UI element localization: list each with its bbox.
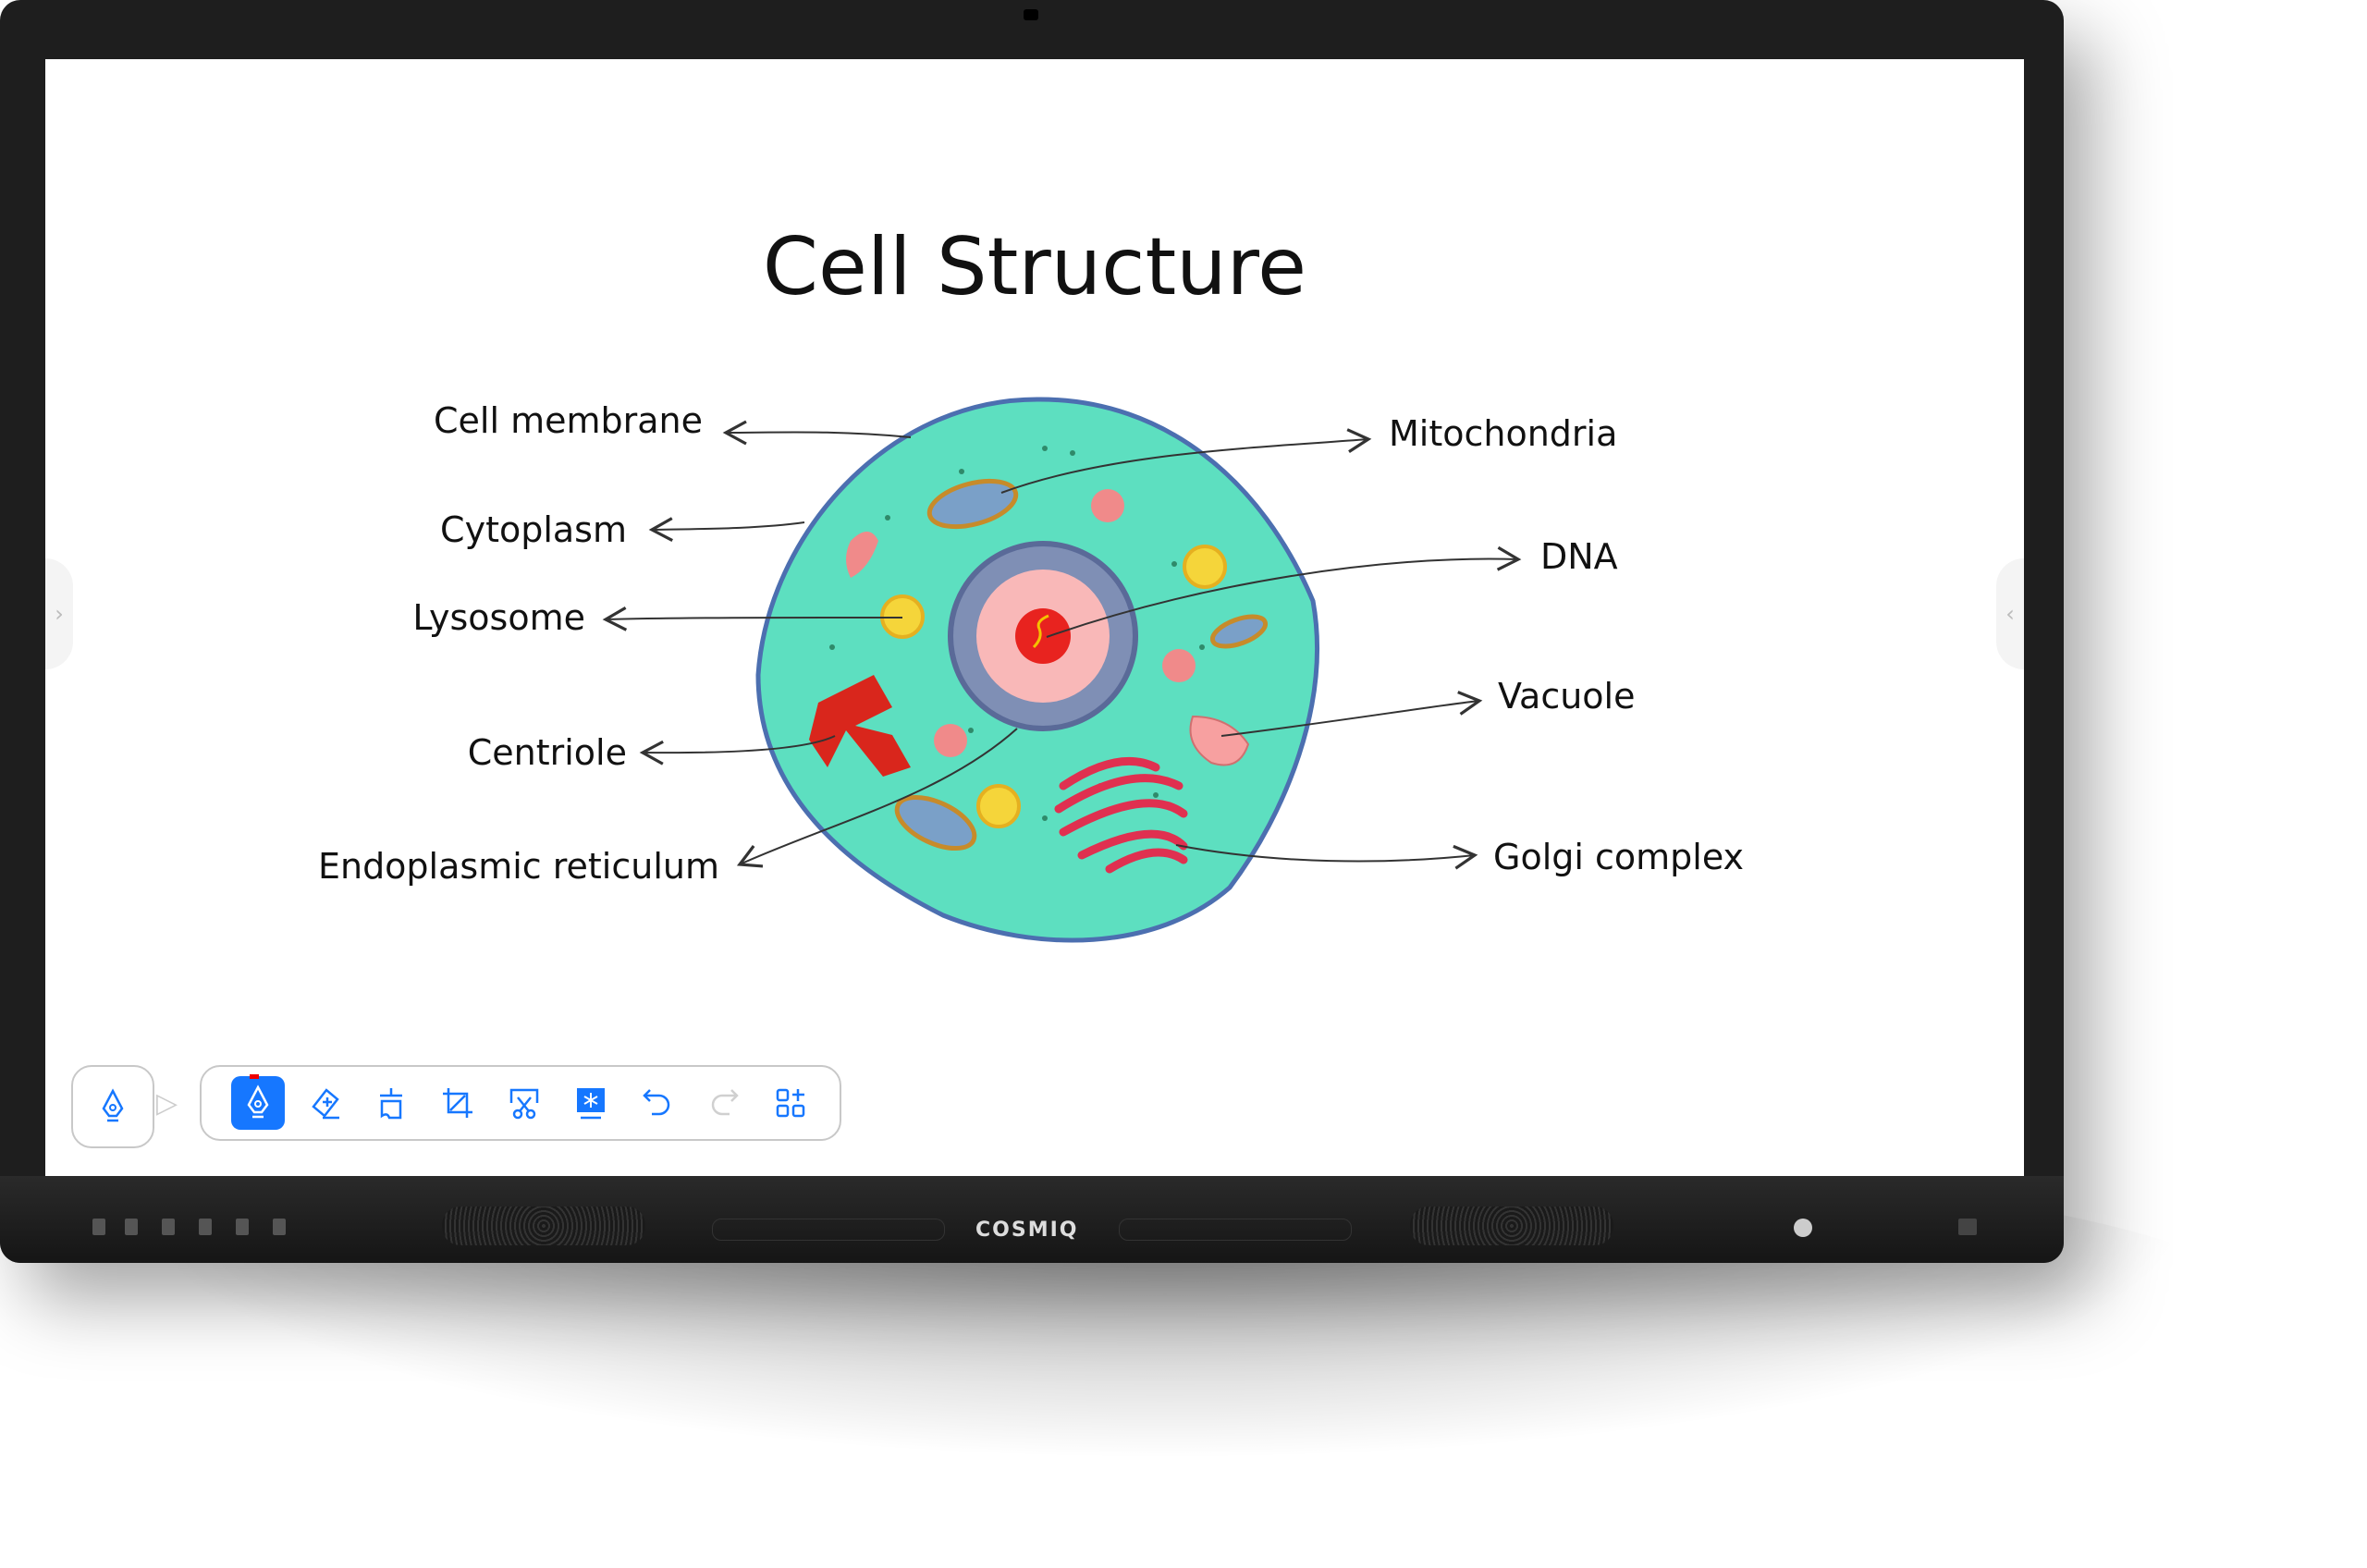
more-apps-button[interactable] <box>764 1076 817 1130</box>
usb-c-port <box>236 1219 249 1235</box>
pen-icon <box>247 1084 269 1119</box>
undo-button[interactable] <box>631 1076 684 1130</box>
freeze-icon <box>577 1088 605 1120</box>
annotation-toolbar <box>200 1065 841 1141</box>
usb-port <box>125 1219 138 1235</box>
redo-icon <box>711 1089 739 1116</box>
redo-button[interactable] <box>697 1076 751 1130</box>
pen-icon <box>102 1088 124 1122</box>
cut-tool-button[interactable] <box>497 1076 551 1130</box>
hdmi-port <box>273 1219 286 1235</box>
pointer-lines <box>602 420 1522 870</box>
camera <box>1024 9 1038 20</box>
label-cell-membrane: Cell membrane <box>434 400 703 441</box>
expand-toolbar-icon[interactable]: ▷ <box>156 1087 178 1120</box>
brand-logo: COSMIQ <box>975 1219 1079 1242</box>
golgi-complex <box>1054 756 1188 874</box>
whiteboard-screen[interactable]: Cell Structure <box>45 59 2024 1176</box>
right-side-handle[interactable]: ‹ <box>1996 558 2024 669</box>
power-button[interactable] <box>1958 1219 1977 1235</box>
cut-icon <box>509 1088 539 1120</box>
display-bezel: Cell Structure <box>0 0 2064 1263</box>
label-endoplasmic-reticulum: Endoplasmic reticulum <box>318 846 719 887</box>
eraser-icon <box>312 1088 339 1120</box>
chevron-left-icon: ‹ <box>2005 601 2015 627</box>
label-vacuole: Vacuole <box>1498 676 1636 717</box>
more-apps-icon <box>776 1088 805 1118</box>
vesicles <box>846 489 1250 766</box>
label-dna: DNA <box>1540 536 1618 577</box>
crop-tool-button[interactable] <box>431 1076 484 1130</box>
clear-icon <box>380 1088 402 1120</box>
nucleus <box>948 541 1138 731</box>
crop-icon <box>443 1088 472 1118</box>
label-lysosome: Lysosome <box>412 597 585 638</box>
freeze-tool-button[interactable] <box>564 1076 618 1130</box>
label-cytoplasm: Cytoplasm <box>440 509 627 550</box>
left-speaker <box>442 1207 645 1245</box>
mitochondria <box>894 478 1269 851</box>
usb-port <box>199 1219 212 1235</box>
centriole <box>809 675 911 777</box>
front-slot-left <box>712 1219 945 1241</box>
right-speaker <box>1410 1207 1613 1245</box>
sensor <box>1794 1219 1812 1237</box>
label-centriole: Centriole <box>468 732 627 773</box>
label-golgi-complex: Golgi complex <box>1493 837 1744 877</box>
pen-tool-button[interactable] <box>231 1074 285 1130</box>
slide-title: Cell Structure <box>762 221 1307 313</box>
clear-tool-button[interactable] <box>364 1076 418 1130</box>
label-mitochondria: Mitochondria <box>1389 413 1617 454</box>
chevron-right-icon: › <box>55 601 64 627</box>
device-front-panel <box>0 1176 2064 1263</box>
eraser-tool-button[interactable] <box>298 1076 351 1130</box>
front-slot-right <box>1119 1219 1352 1241</box>
cell-diagram: Cell membrane Cytoplasm Lysosome Centrio… <box>318 397 1744 943</box>
left-side-handle[interactable]: › <box>45 558 73 669</box>
pen-quick-button[interactable] <box>71 1065 154 1148</box>
usb-port <box>162 1219 175 1235</box>
usb-port <box>92 1219 105 1235</box>
undo-icon <box>643 1089 670 1116</box>
